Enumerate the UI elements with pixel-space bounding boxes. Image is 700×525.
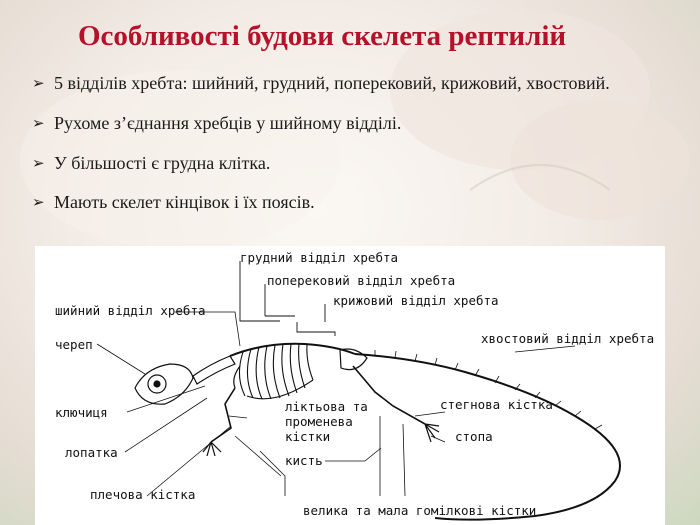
bullet-item-vertebrae: ➢ 5 відділів хребта: шийний, грудний, по… (30, 72, 680, 95)
label-humerus: плечова кістка (90, 487, 196, 502)
bullet-text: У більшості є грудна клітка. (54, 153, 271, 173)
bullet-item-neck-joint: ➢ Рухоме з’єднання хребців у шийному від… (30, 112, 680, 135)
bullet-item-limbs: ➢ Мають скелет кінцівок і їх поясів. (30, 191, 680, 214)
label-ulna-line1: ліктьова та (285, 399, 368, 414)
lizard-skeleton-drawing (96, 261, 621, 521)
bullet-item-ribcage: ➢ У більшості є грудна клітка. (30, 152, 680, 175)
label-tail: хвостовий відділ хребта (481, 331, 655, 346)
label-ulna-line2: променева (285, 414, 353, 429)
lizard-skeleton-diagram: грудний відділ хребта поперековий відділ… (35, 246, 665, 525)
label-clavicle: ключиця (55, 405, 108, 420)
label-hand: кисть (285, 453, 323, 468)
label-foot: стопа (455, 429, 493, 444)
label-cervical: шийний відділ хребта (55, 303, 206, 318)
label-tibia: велика та мала гомілкові кістки (303, 503, 537, 518)
label-sacral: крижовий відділ хребта (333, 293, 499, 308)
bullet-list: ➢ 5 відділів хребта: шийний, грудний, по… (30, 72, 680, 214)
label-scapula: лопатка (65, 445, 118, 460)
label-ulna-line3: кістки (285, 429, 331, 444)
bullet-text: Рухоме з’єднання хребців у шийному відді… (54, 113, 402, 133)
bullet-text: 5 відділів хребта: шийний, грудний, попе… (54, 73, 610, 93)
arrowhead-bullet-icon: ➢ (32, 74, 45, 92)
arrowhead-bullet-icon: ➢ (32, 114, 45, 132)
label-lumbar: поперековий відділ хребта (267, 273, 456, 288)
label-femur: стегнова кістка (440, 397, 553, 412)
label-thoracic: грудний відділ хребта (240, 250, 399, 265)
label-skull: череп (55, 337, 93, 352)
slide-title: Особливості будови скелета рептилій (78, 20, 567, 52)
bullet-text: Мають скелет кінцівок і їх поясів. (54, 192, 315, 212)
arrowhead-bullet-icon: ➢ (32, 154, 45, 172)
arrowhead-bullet-icon: ➢ (32, 193, 45, 211)
